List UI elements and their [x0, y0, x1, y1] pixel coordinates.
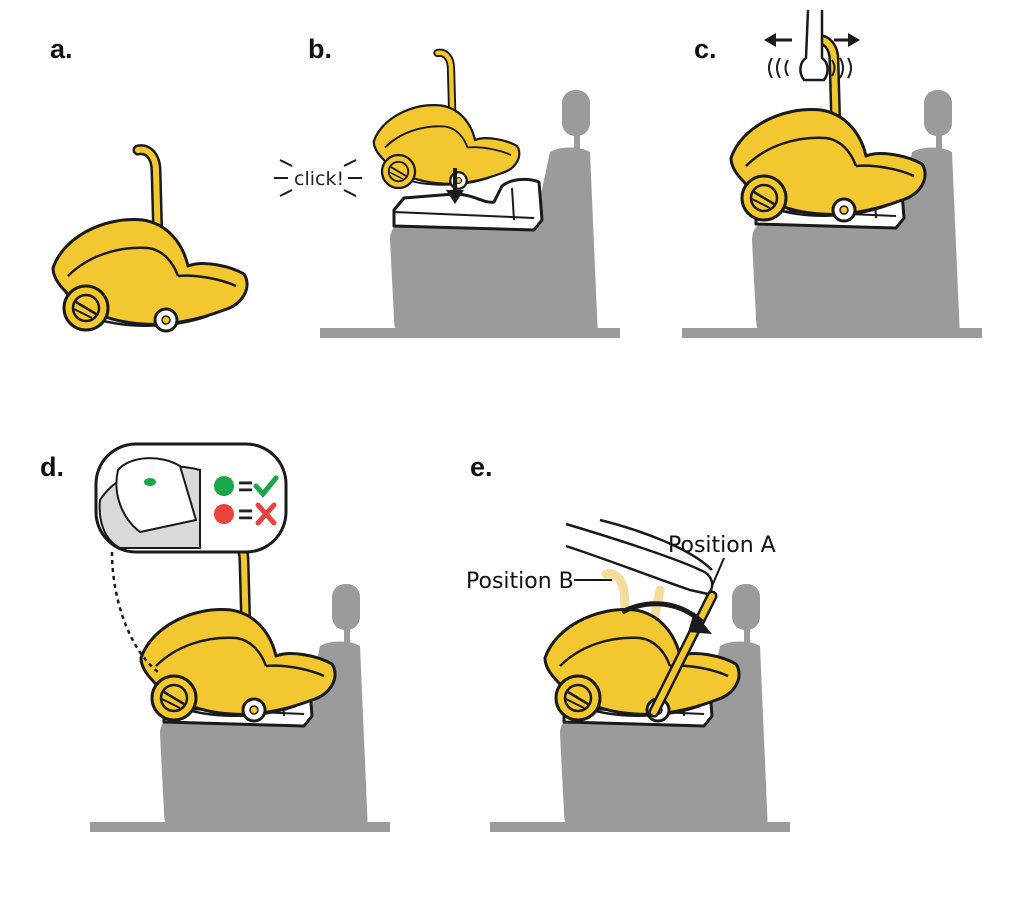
green-indicator-dot	[214, 476, 234, 496]
dotted-connector	[110, 551, 159, 673]
hand-icon	[799, 9, 829, 82]
position-b-label: Position B	[466, 569, 574, 594]
bad-equals: =	[238, 499, 253, 529]
red-indicator-dot	[214, 504, 234, 524]
handle-position-a	[651, 593, 715, 715]
step-a-label: a.	[50, 34, 73, 64]
ok-equals: =	[238, 471, 253, 501]
curved-arrow-icon	[620, 601, 712, 634]
check-icon	[253, 475, 279, 498]
hand-icon	[565, 522, 714, 596]
step-c-label: c.	[694, 34, 717, 64]
step-d-label: d.	[40, 452, 64, 482]
step-a: a.	[50, 34, 249, 333]
click-callout: click!	[294, 168, 344, 190]
step-d: d. = =	[40, 442, 390, 832]
infant-car-seat-icon	[372, 53, 521, 190]
cross-icon	[255, 502, 277, 526]
position-a-label: Position A	[668, 533, 776, 558]
click-burst	[274, 159, 362, 197]
handle-position-b	[601, 569, 637, 695]
step-b-label: b.	[308, 34, 332, 64]
position-a-leader	[711, 557, 725, 587]
infant-car-seat-icon	[51, 150, 249, 333]
car-seat-base-icon	[392, 177, 544, 232]
infant-car-seat-icon	[139, 540, 337, 723]
indicator-callout	[94, 442, 288, 554]
arrow-down-icon	[446, 168, 464, 204]
step-b: b. click!	[274, 34, 620, 338]
step-e-label: e.	[470, 452, 493, 482]
wiggle-arrows	[764, 33, 860, 79]
step-e: e. Position B Position A	[466, 452, 790, 832]
step-c: c.	[682, 9, 982, 338]
